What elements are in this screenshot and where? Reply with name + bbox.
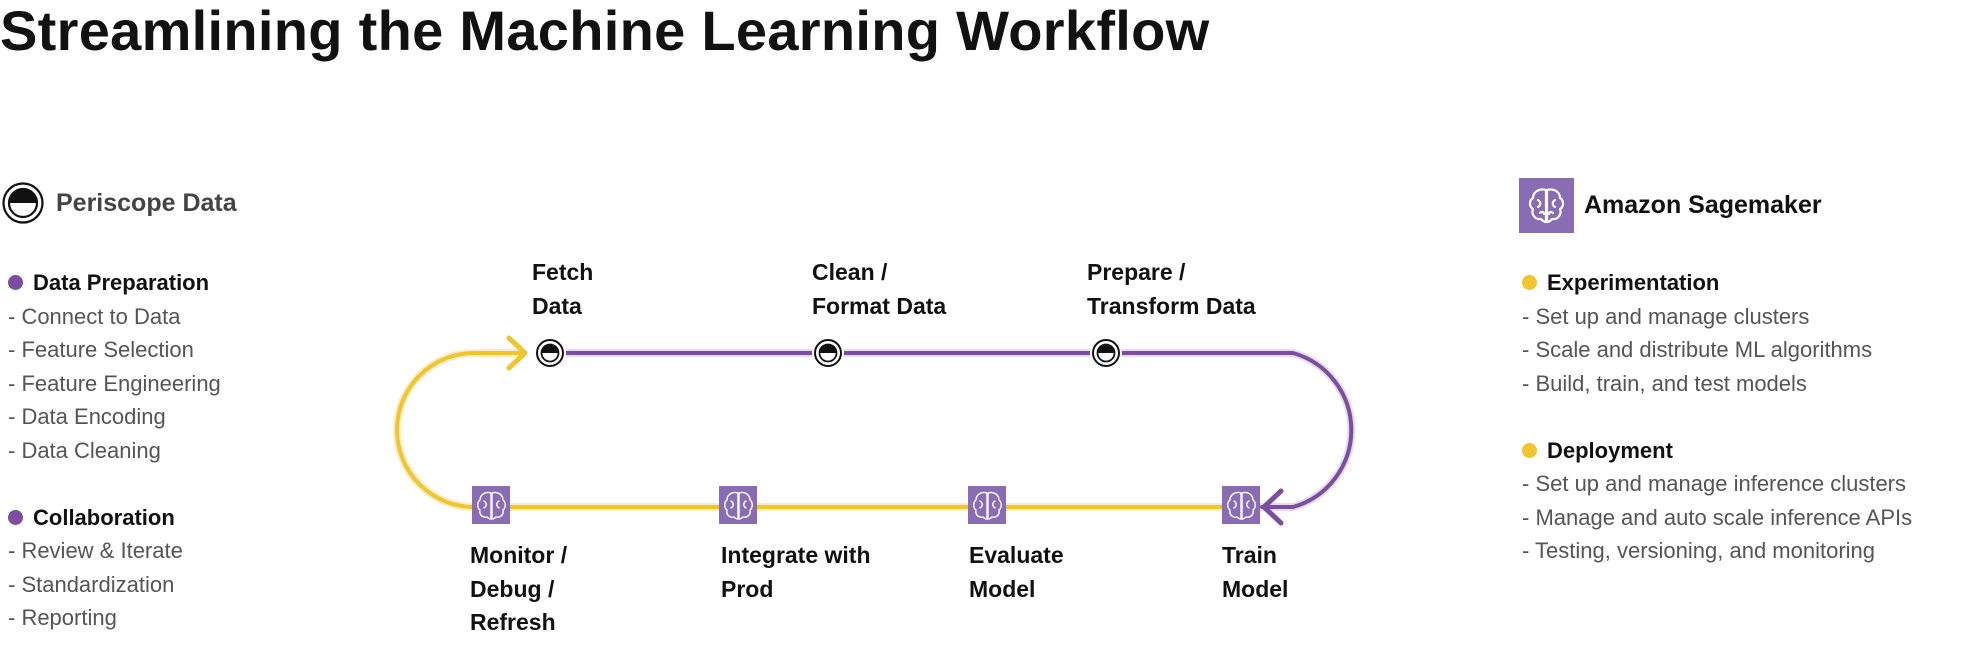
node-prepare-transform-data	[1090, 337, 1122, 369]
list-item: - Set up and manage inference clusters	[1522, 471, 1907, 496]
list-item: - Connect to Data	[8, 303, 181, 329]
list-item: - Feature Selection	[8, 337, 194, 362]
periscope-brand-label: Periscope Data	[56, 188, 237, 217]
sagemaker-capabilities: Experimentation - Set up and manage clus…	[1522, 266, 1912, 568]
brain-icon	[1519, 178, 1574, 233]
list-item: - Reporting	[8, 605, 117, 630]
periscope-capabilities: Data Preparation - Connect to Data - Fea…	[8, 266, 221, 635]
purple-bullet-icon	[8, 509, 23, 525]
yellow-path	[393, 335, 1230, 511]
list-item: - Set up and manage clusters	[1522, 303, 1810, 329]
node-train-model	[1222, 486, 1260, 524]
list-item: - Testing, versioning, and monitoring	[1522, 538, 1876, 563]
arrowhead-icon	[1261, 488, 1284, 526]
step-label-fetch-data: Fetch Data	[532, 259, 594, 319]
periscope-brand: Periscope Data	[2, 182, 237, 224]
node-monitor-debug-refresh	[472, 486, 510, 524]
section-heading-collaboration: Collaboration	[8, 501, 221, 535]
step-label-clean-format-data: Clean / Format Data	[812, 259, 947, 319]
sagemaker-brand-label: Amazon Sagemaker	[1584, 191, 1822, 219]
arrowhead-icon	[506, 335, 528, 371]
section-heading-deployment: Deployment	[1522, 434, 1912, 468]
step-label-evaluate-model: Evaluate Model	[969, 542, 1064, 602]
section-heading-data-preparation: Data Preparation	[8, 266, 221, 300]
purple-bullet-icon	[8, 275, 23, 291]
node-evaluate-model	[968, 486, 1006, 524]
step-label-train-model: Train Model	[1222, 542, 1289, 602]
list-item: - Data Cleaning	[8, 437, 161, 463]
list-item: - Data Encoding	[8, 404, 166, 429]
list-item: - Scale and distribute ML algorithms	[1522, 337, 1873, 362]
section-heading-experimentation: Experimentation	[1522, 266, 1912, 300]
page-title: Streamlining the Machine Learning Workfl…	[0, 0, 1210, 62]
yellow-bullet-icon	[1522, 275, 1537, 291]
sagemaker-brand: Amazon Sagemaker	[1519, 178, 1822, 233]
node-fetch-data	[534, 337, 566, 369]
node-integrate-with-prod	[719, 486, 757, 524]
list-item: - Build, train, and test models	[1522, 370, 1807, 396]
yellow-bullet-icon	[1522, 442, 1537, 458]
list-item: - Standardization	[8, 571, 175, 597]
purple-path	[546, 349, 1356, 526]
step-label-prepare-transform-data: Prepare / Transform Data	[1087, 259, 1256, 319]
step-label-integrate-with-prod: Integrate with Prod	[721, 542, 871, 602]
node-clean-format-data	[812, 337, 844, 369]
periscope-logo-icon	[2, 182, 44, 224]
list-item: - Feature Engineering	[8, 370, 221, 396]
step-label-monitor-debug-refresh: Monitor / Debug / Refresh	[470, 542, 568, 635]
list-item: - Review & Iterate	[8, 538, 183, 563]
list-item: - Manage and auto scale inference APIs	[1522, 504, 1913, 530]
